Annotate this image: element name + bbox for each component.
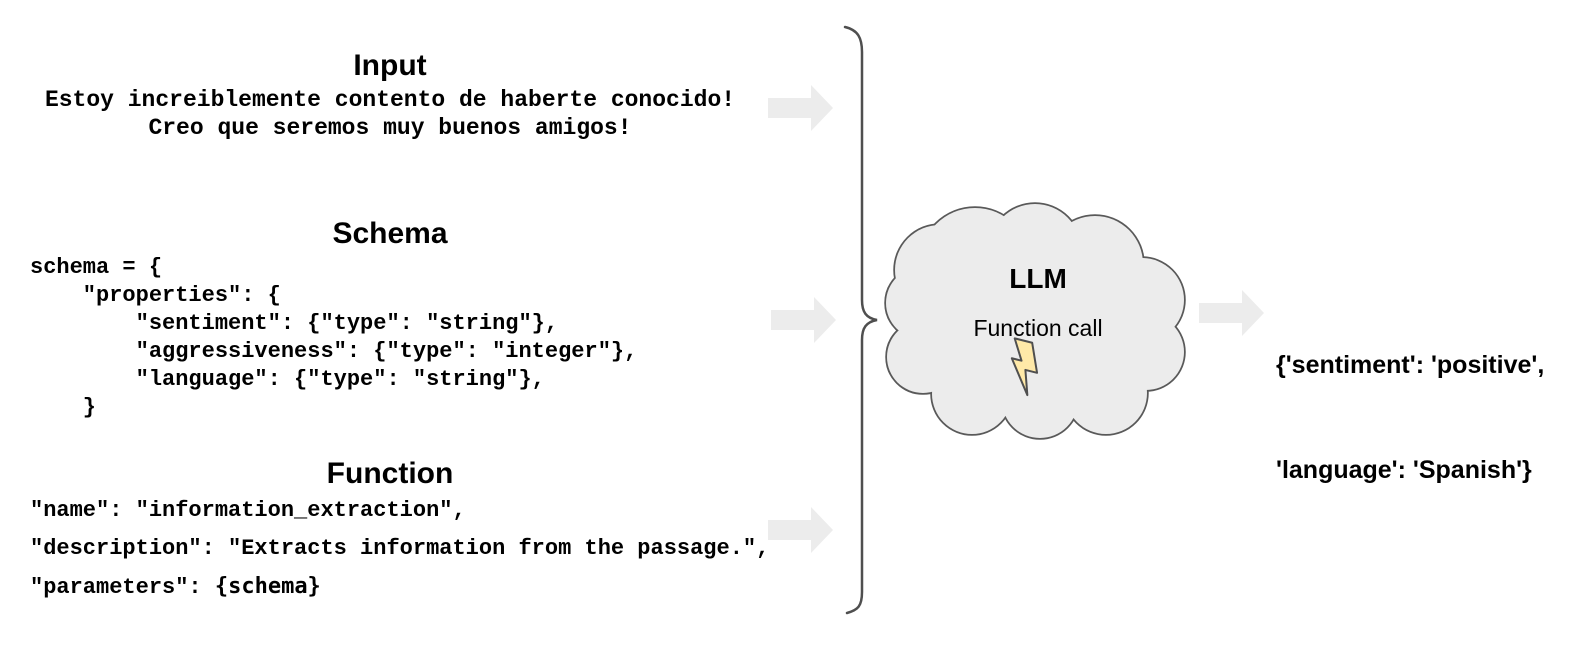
function-call-label: Function call xyxy=(973,315,1103,341)
right-arrow-icon xyxy=(1199,290,1264,336)
output-result-text: {'sentiment': 'positive', 'language': 'S… xyxy=(1276,278,1544,558)
input-section-title: Input xyxy=(353,49,427,82)
cloud-shape xyxy=(884,202,1186,440)
llm-label: LLM xyxy=(1009,263,1067,294)
output-result-line: 'language': 'Spanish'} xyxy=(1276,456,1532,484)
schema-code-line: } xyxy=(30,395,97,420)
schema-code-line: "sentiment": {"type": "string"}, xyxy=(30,311,559,336)
right-arrow-icon xyxy=(771,297,836,343)
function-code-line: "parameters": {schema} xyxy=(30,568,769,607)
function-code-line: "name": "information_extraction", xyxy=(30,498,466,523)
schema-code-block: schema = { "properties": { "sentiment": … xyxy=(30,254,637,422)
function-code-block: "name": "information_extraction", "descr… xyxy=(30,492,769,607)
input-text-line: Estoy increiblemente contento de haberte… xyxy=(44,87,736,113)
output-result-line: {'sentiment': 'positive', xyxy=(1276,351,1545,379)
curly-brace xyxy=(843,25,878,615)
function-code-line: "description": "Extracts information fro… xyxy=(30,536,770,561)
input-text-block: Estoy increiblemente contento de haberte… xyxy=(0,86,780,142)
right-arrow-icon xyxy=(768,85,833,131)
lightning-bolt-icon xyxy=(1010,337,1039,397)
schema-code-line: "aggressiveness": {"type": "integer"}, xyxy=(30,339,638,364)
function-parameters-prefix: "parameters": xyxy=(30,575,215,600)
schema-code-line: schema = { xyxy=(30,255,163,280)
schema-code-line: "properties": { xyxy=(30,283,281,308)
schema-code-line: "language": {"type": "string"}, xyxy=(30,367,545,392)
function-section-title: Function xyxy=(326,457,454,490)
schema-section-title: Schema xyxy=(332,217,448,250)
input-text-line: Creo que seremos muy buenos amigos! xyxy=(148,115,632,141)
right-arrow-icon xyxy=(768,507,833,553)
function-parameters-schema-ref: {schema} xyxy=(214,574,321,599)
